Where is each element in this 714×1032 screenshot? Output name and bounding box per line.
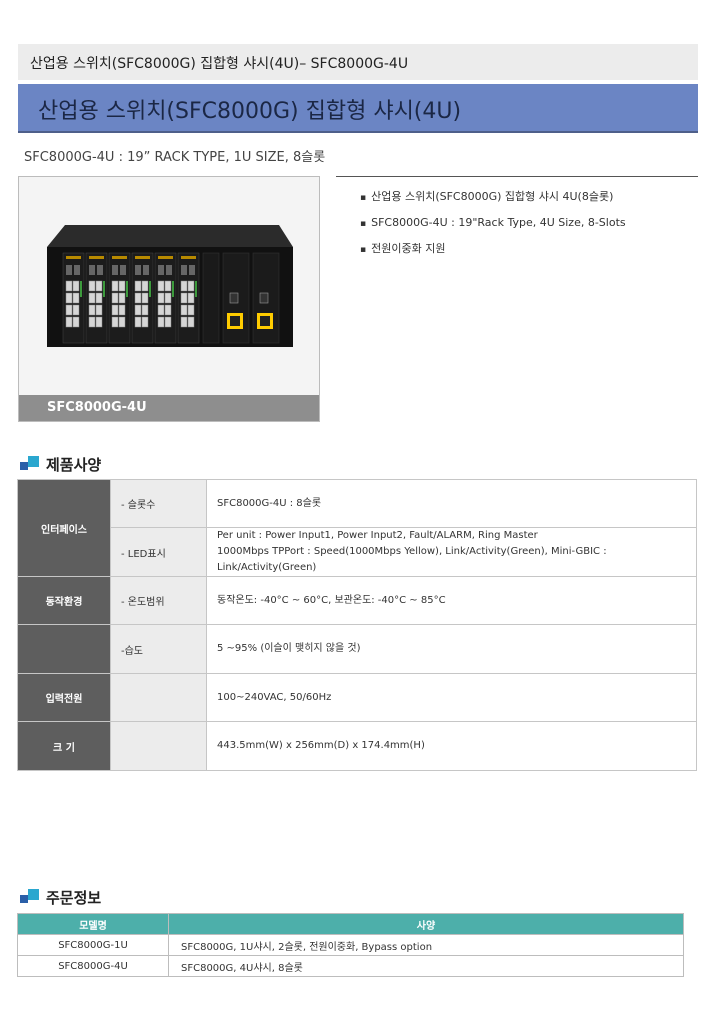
- spec-table: 인터페이스 - 슬롯수 SFC8000G-4U : 8슬롯 - LED표시 Pe…: [17, 479, 697, 771]
- main-title-band: 산업용 스위치(SFC8000G) 집합형 샤시(4U): [18, 84, 698, 133]
- order-spec: SFC8000G, 1U샤시, 2슬롯, 전원이중화, Bypass optio…: [168, 934, 684, 956]
- feature-item: 전원이중화 지원: [360, 242, 626, 268]
- table-row: 크 기 443.5mm(W) x 256mm(D) x 174.4mm(H): [17, 721, 697, 771]
- spec-category: [17, 624, 111, 674]
- order-model: SFC8000G-1U: [17, 934, 169, 956]
- spec-subcategory: - 슬롯수: [110, 479, 207, 528]
- spec-value: SFC8000G-4U : 8슬롯: [206, 479, 697, 528]
- order-spec: SFC8000G, 4U샤시, 8슬롯: [168, 955, 684, 977]
- column-header: 사양: [168, 913, 684, 935]
- spec-value: 443.5mm(W) x 256mm(D) x 174.4mm(H): [206, 721, 697, 771]
- spec-category: 입력전원: [17, 673, 111, 722]
- spec-subcategory: - LED표시: [110, 527, 207, 577]
- table-row: 입력전원 100~240VAC, 50/60Hz: [17, 673, 697, 722]
- spec-value-line: Per unit : Power Input1, Power Input2, F…: [217, 530, 538, 541]
- chassis-image: [47, 225, 293, 347]
- spec-value: Per unit : Power Input1, Power Input2, F…: [206, 527, 697, 577]
- subtitle: SFC8000G-4U : 19” RACK TYPE, 1U SIZE, 8슬…: [24, 150, 326, 165]
- spec-value: 100~240VAC, 50/60Hz: [206, 673, 697, 722]
- order-model: SFC8000G-4U: [17, 955, 169, 977]
- product-image-box: SFC8000G-4U: [18, 176, 320, 422]
- top-title-bar: 산업용 스위치(SFC8000G) 집합형 샤시(4U)– SFC8000G-4…: [18, 44, 698, 80]
- feature-divider: [336, 176, 698, 177]
- section-square-icon: [20, 888, 40, 907]
- spec-subcategory: [110, 721, 207, 771]
- order-table: 모델명 사양 SFC8000G-1U SFC8000G, 1U샤시, 2슬롯, …: [17, 913, 684, 977]
- spec-subcategory: [110, 673, 207, 722]
- spec-heading: 제품사양: [20, 454, 101, 475]
- table-row: 인터페이스 - 슬롯수 SFC8000G-4U : 8슬롯: [17, 479, 697, 577]
- spec-value: 동작온도: -40°C ~ 60°C, 보관온도: -40°C ~ 85°C: [206, 576, 697, 625]
- product-label: SFC8000G-4U: [47, 400, 147, 415]
- product-label-bar: SFC8000G-4U: [19, 395, 319, 421]
- table-row: - LED표시 Per unit : Power Input1, Power I…: [18, 527, 697, 577]
- spec-subcategory: -습도: [110, 624, 207, 674]
- feature-item: SFC8000G-4U : 19"Rack Type, 4U Size, 8-S…: [360, 216, 626, 242]
- table-row: SFC8000G-4U SFC8000G, 4U샤시, 8슬롯: [17, 955, 684, 977]
- table-header-row: 모델명 사양: [17, 913, 684, 935]
- spec-category: 인터페이스: [17, 479, 111, 577]
- top-title: 산업용 스위치(SFC8000G) 집합형 샤시(4U)– SFC8000G-4…: [30, 56, 409, 72]
- table-row: SFC8000G-1U SFC8000G, 1U샤시, 2슬롯, 전원이중화, …: [17, 934, 684, 956]
- spec-heading-text: 제품사양: [46, 456, 102, 474]
- main-title: 산업용 스위치(SFC8000G) 집합형 샤시(4U): [38, 99, 462, 124]
- order-heading: 주문정보: [20, 887, 101, 908]
- feature-item: 산업용 스위치(SFC8000G) 집합형 샤시 4U(8슬롯): [360, 190, 626, 216]
- order-heading-text: 주문정보: [46, 889, 102, 907]
- spec-value: 5 ~95% (이슬이 맺히지 않을 것): [206, 624, 697, 674]
- spec-category: 동작환경: [17, 576, 111, 625]
- spec-category: 크 기: [17, 721, 111, 771]
- spec-subcategory: - 온도범위: [110, 576, 207, 625]
- spec-value-line: 1000Mbps TPPort : Speed(1000Mbps Yellow)…: [217, 546, 607, 573]
- feature-list: 산업용 스위치(SFC8000G) 집합형 샤시 4U(8슬롯) SFC8000…: [360, 190, 626, 268]
- column-header: 모델명: [17, 913, 169, 935]
- table-row: 동작환경 - 온도범위 동작온도: -40°C ~ 60°C, 보관온도: -4…: [17, 576, 697, 625]
- table-row: -습도 5 ~95% (이슬이 맺히지 않을 것): [17, 624, 697, 674]
- section-square-icon: [20, 455, 40, 474]
